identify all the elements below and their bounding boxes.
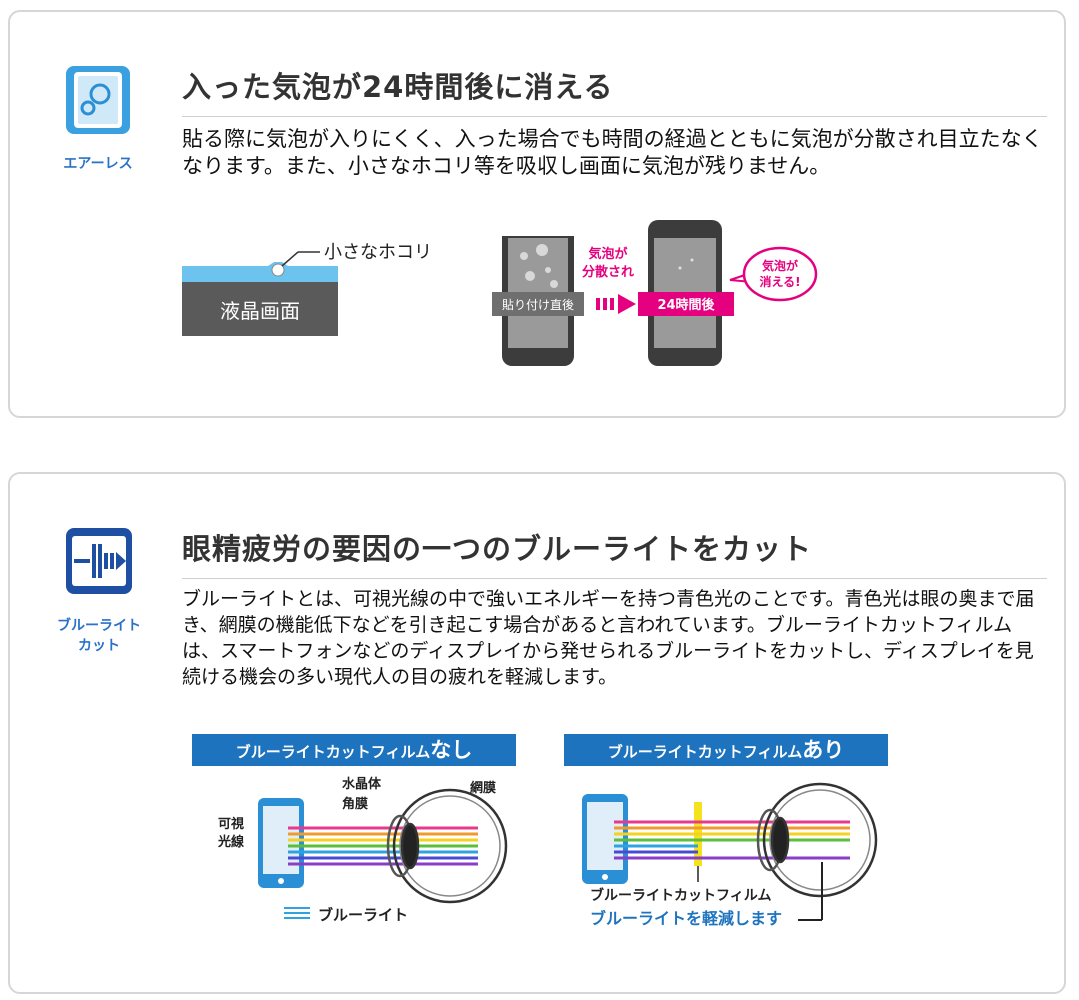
airless-after-diagram: 24時間後 気泡が 消える!	[638, 220, 818, 366]
cornea-label: 角膜	[342, 796, 368, 812]
arrow-right-icon	[596, 294, 636, 314]
lcd-block	[182, 282, 338, 336]
before-label: 貼り付け直後	[502, 297, 574, 312]
dust-label: 小さなホコリ	[324, 242, 432, 263]
bluelight-legend-label: ブルーライト	[318, 906, 408, 924]
airless-card: エアーレス 入った気泡が24時間後に消える 貼る際に気泡が入りにくく、入った場合…	[8, 10, 1066, 418]
bluelight-legend-icon	[284, 907, 310, 919]
airless-title: 入った気泡が24時間後に消える	[182, 70, 614, 104]
visible-label-2: 光線	[217, 834, 245, 850]
light-rays	[288, 826, 478, 866]
bubble-callout: 気泡が 消える!	[729, 246, 818, 302]
visible-label-1: 可視	[218, 816, 244, 832]
bluelight-icon-label-2: カット	[78, 638, 120, 654]
bluelight-diagram-with: ブルーライトカットフィルムあり ブルーライトカットフィルム ブルーライトを軽減し…	[564, 734, 888, 928]
bluelight-description: ブルーライトとは、可視光線の中で強いエネルギーを持つ青色光のことです。青色光は眼…	[182, 588, 1035, 688]
with-header-suffix: あり	[802, 738, 844, 762]
with-header-prefix: ブルーライトカットフィルム	[608, 743, 802, 761]
bluelight-icon-label-1: ブルーライト	[57, 618, 141, 634]
airless-diagram: 小さなホコリ 液晶画面 貼り付け直後 気泡が 分散され	[182, 236, 636, 366]
bluelight-diagram-without: ブルーライトカットフィルムなし 可視 光線 水晶体 角膜 網膜	[192, 734, 516, 924]
retina-label: 網膜	[470, 780, 496, 796]
phone-before: 貼り付け直後	[492, 236, 584, 366]
without-header-suffix: なし	[430, 738, 472, 762]
dust-particle	[271, 263, 285, 277]
phone-after: 24時間後	[638, 220, 734, 366]
after-label: 24時間後	[657, 297, 715, 313]
lens-label: 水晶体	[342, 776, 382, 792]
airless-title-divider	[182, 116, 1047, 117]
bluelight-title-divider	[182, 578, 1047, 579]
reduce-label: ブルーライトを軽減します	[590, 909, 782, 928]
airless-description: 貼る際に気泡が入りにくく、入った場合でも時間の経過とともに気泡が分散され目立たな…	[182, 127, 1043, 178]
lcd-label: 液晶画面	[220, 299, 300, 323]
airless-icon	[64, 64, 132, 136]
bluelight-card: ブルーライト カット 眼精疲労の要因の一つのブルーライトをカット ブルーライトと…	[8, 472, 1066, 994]
film-label: ブルーライトカットフィルム	[590, 887, 771, 904]
arrow-label-1: 気泡が	[588, 246, 627, 262]
eye-icon	[756, 782, 878, 898]
smartphone-icon	[258, 798, 304, 888]
eye-icon	[386, 788, 508, 904]
light-rays	[614, 820, 850, 860]
arrow-label-2: 分散され	[582, 264, 634, 280]
bluelight-title: 眼精疲労の要因の一つのブルーライトをカット	[182, 532, 813, 566]
svg-text:ブルーライトカットフィルムあり: ブルーライトカットフィルムあり	[608, 738, 844, 762]
svg-text:ブルーライトカットフィルムなし: ブルーライトカットフィルムなし	[236, 738, 472, 762]
bubble-text-2: 消える!	[759, 274, 800, 289]
bluelight-cut-icon	[64, 526, 134, 596]
airless-icon-label: エアーレス	[63, 156, 133, 172]
without-header-prefix: ブルーライトカットフィルム	[236, 743, 430, 761]
bubble-text-1: 気泡が	[762, 258, 798, 273]
film-layer	[182, 262, 338, 282]
